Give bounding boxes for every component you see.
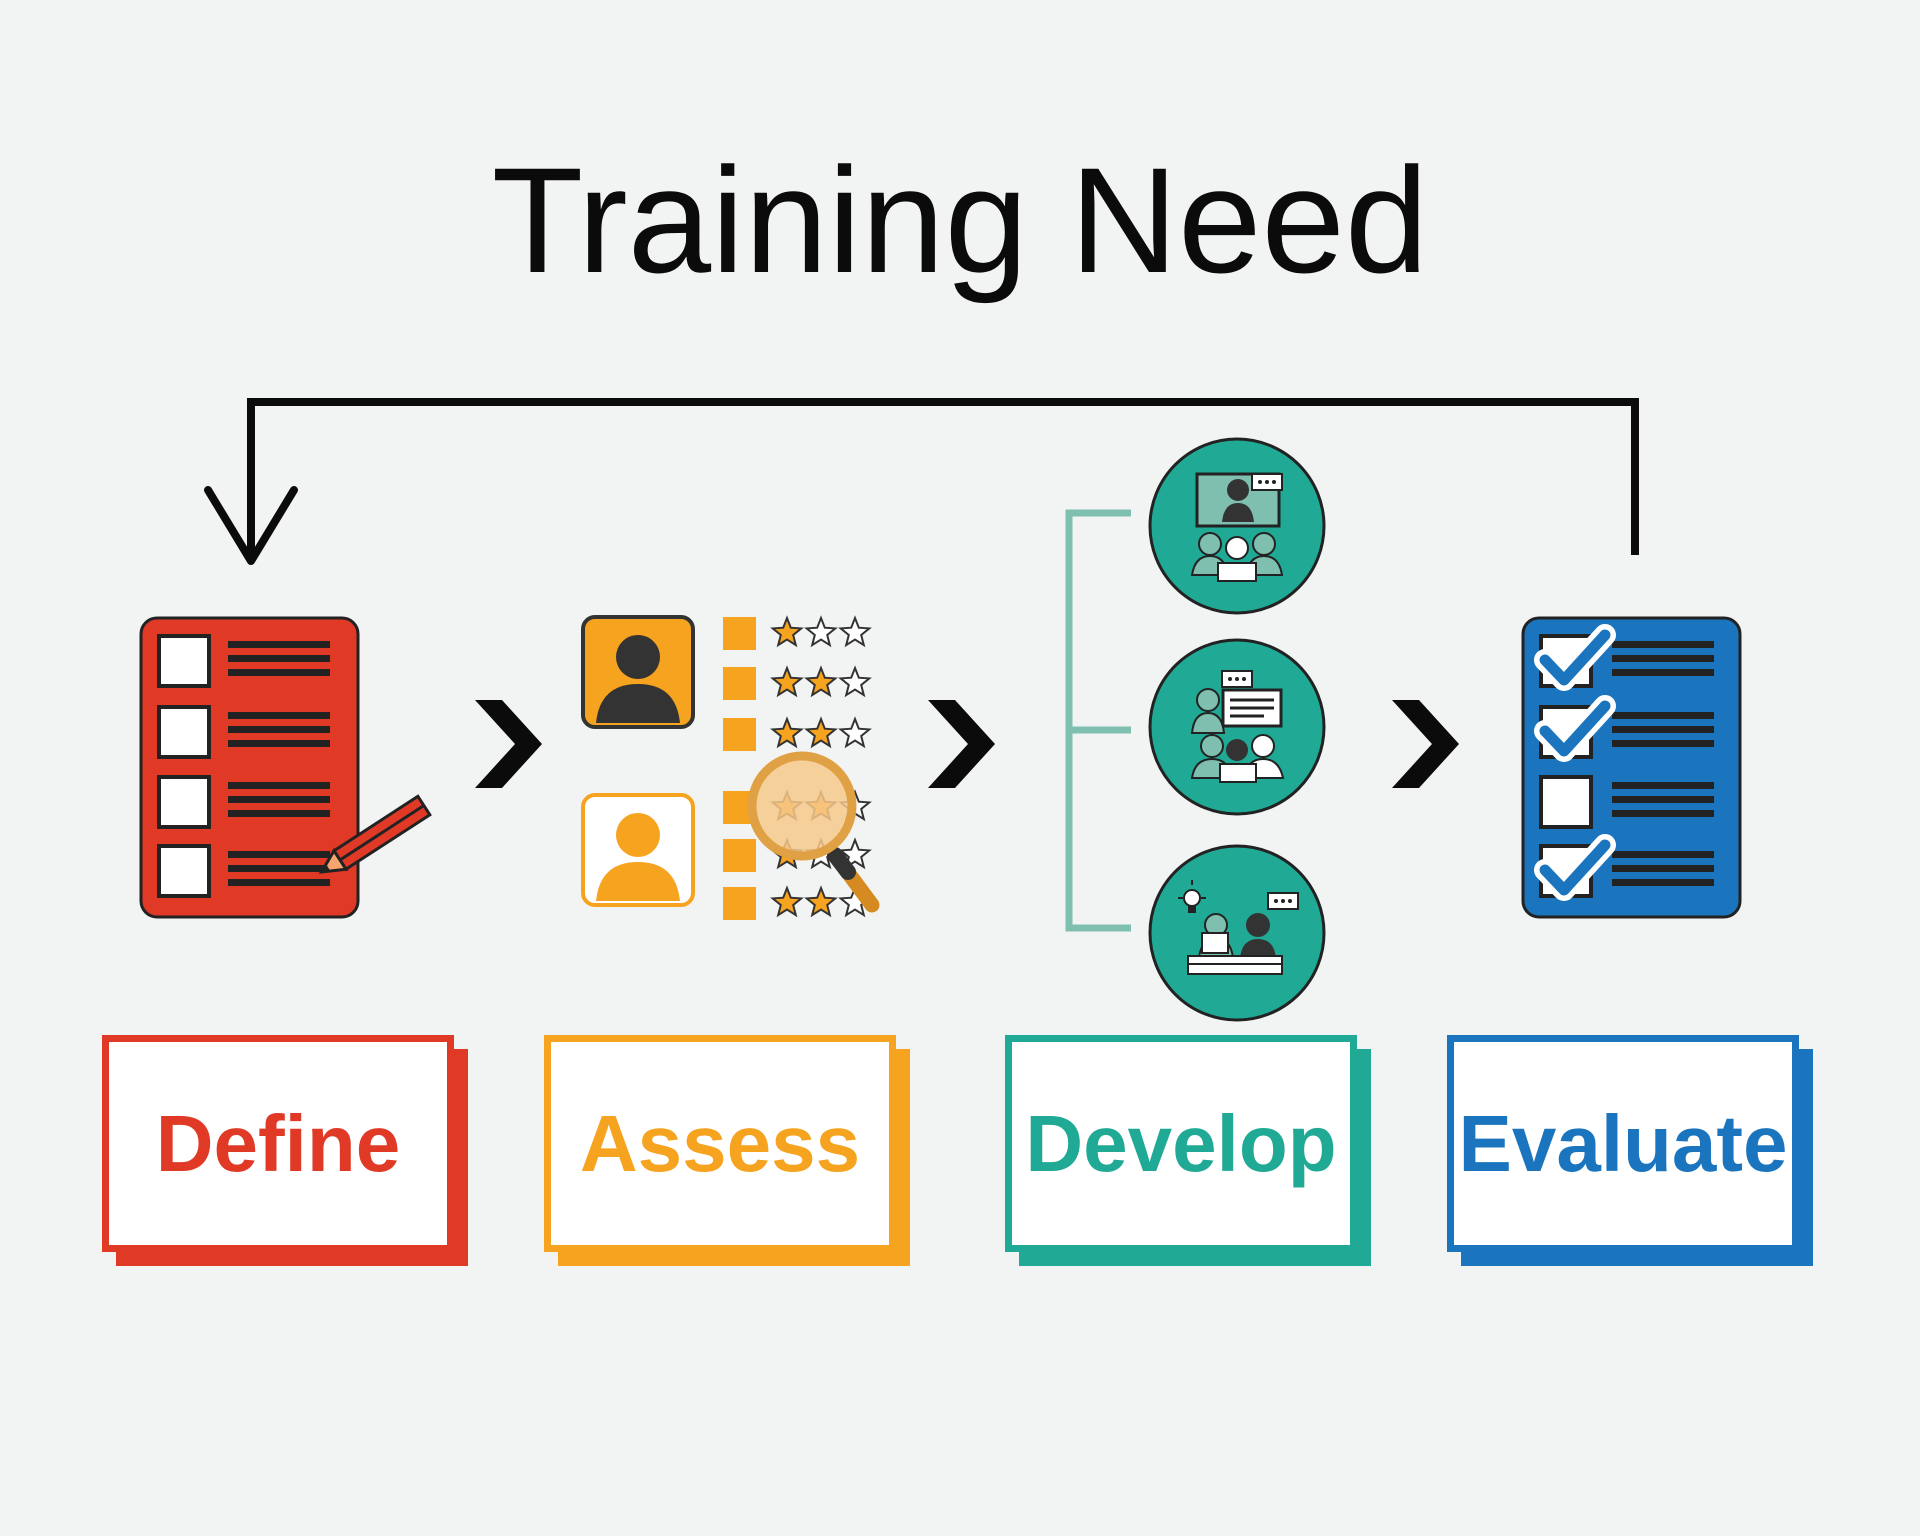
stage-label-evaluate: Evaluate bbox=[1458, 1098, 1788, 1188]
bracket-connector bbox=[1065, 509, 1131, 932]
pencil-icon bbox=[318, 794, 432, 874]
rating-star-icon bbox=[804, 716, 838, 749]
person-card-icon bbox=[581, 793, 695, 907]
video-conference-icon bbox=[1148, 437, 1326, 615]
person-card-icon bbox=[581, 615, 695, 729]
rating-star-icon bbox=[838, 837, 872, 870]
rating-star-icon bbox=[770, 885, 804, 918]
stage-label-define: Define bbox=[155, 1098, 401, 1188]
checklist-with-pencil-icon bbox=[139, 616, 432, 919]
rating-star-icon bbox=[770, 615, 804, 648]
magnifier-icon bbox=[747, 751, 880, 913]
rating-star-icon bbox=[770, 665, 804, 698]
coaching-session-icon bbox=[1148, 844, 1326, 1022]
stage-box-develop: Develop bbox=[1005, 1035, 1357, 1252]
rating-star-icon bbox=[804, 615, 838, 648]
stage-label-assess: Assess bbox=[579, 1098, 861, 1188]
feedback-loop-arrow bbox=[204, 398, 1639, 565]
stage-box-assess: Assess bbox=[544, 1035, 896, 1252]
stage-box-evaluate: Evaluate bbox=[1447, 1035, 1799, 1252]
next-step-chevron-icon bbox=[1392, 700, 1459, 788]
rating-star-icon bbox=[804, 665, 838, 698]
presentation-meeting-icon bbox=[1148, 638, 1326, 816]
next-step-chevron-icon bbox=[928, 700, 995, 788]
diagram-title: Training Need bbox=[491, 136, 1429, 304]
stage-box-define: Define bbox=[102, 1035, 454, 1252]
next-step-chevron-icon bbox=[475, 700, 542, 788]
rating-star-icon bbox=[838, 716, 872, 749]
rating-star-icon bbox=[804, 885, 838, 918]
people-ratings-magnifier-icon bbox=[581, 615, 880, 920]
checked-checklist-icon bbox=[1521, 616, 1742, 919]
training-methods-icons bbox=[1065, 437, 1326, 1022]
rating-star-icon bbox=[838, 615, 872, 648]
rating-star-icon bbox=[770, 716, 804, 749]
checkmark-icon bbox=[1534, 624, 1616, 901]
rating-star-icon bbox=[838, 665, 872, 698]
stage-label-develop: Develop bbox=[1025, 1098, 1337, 1188]
